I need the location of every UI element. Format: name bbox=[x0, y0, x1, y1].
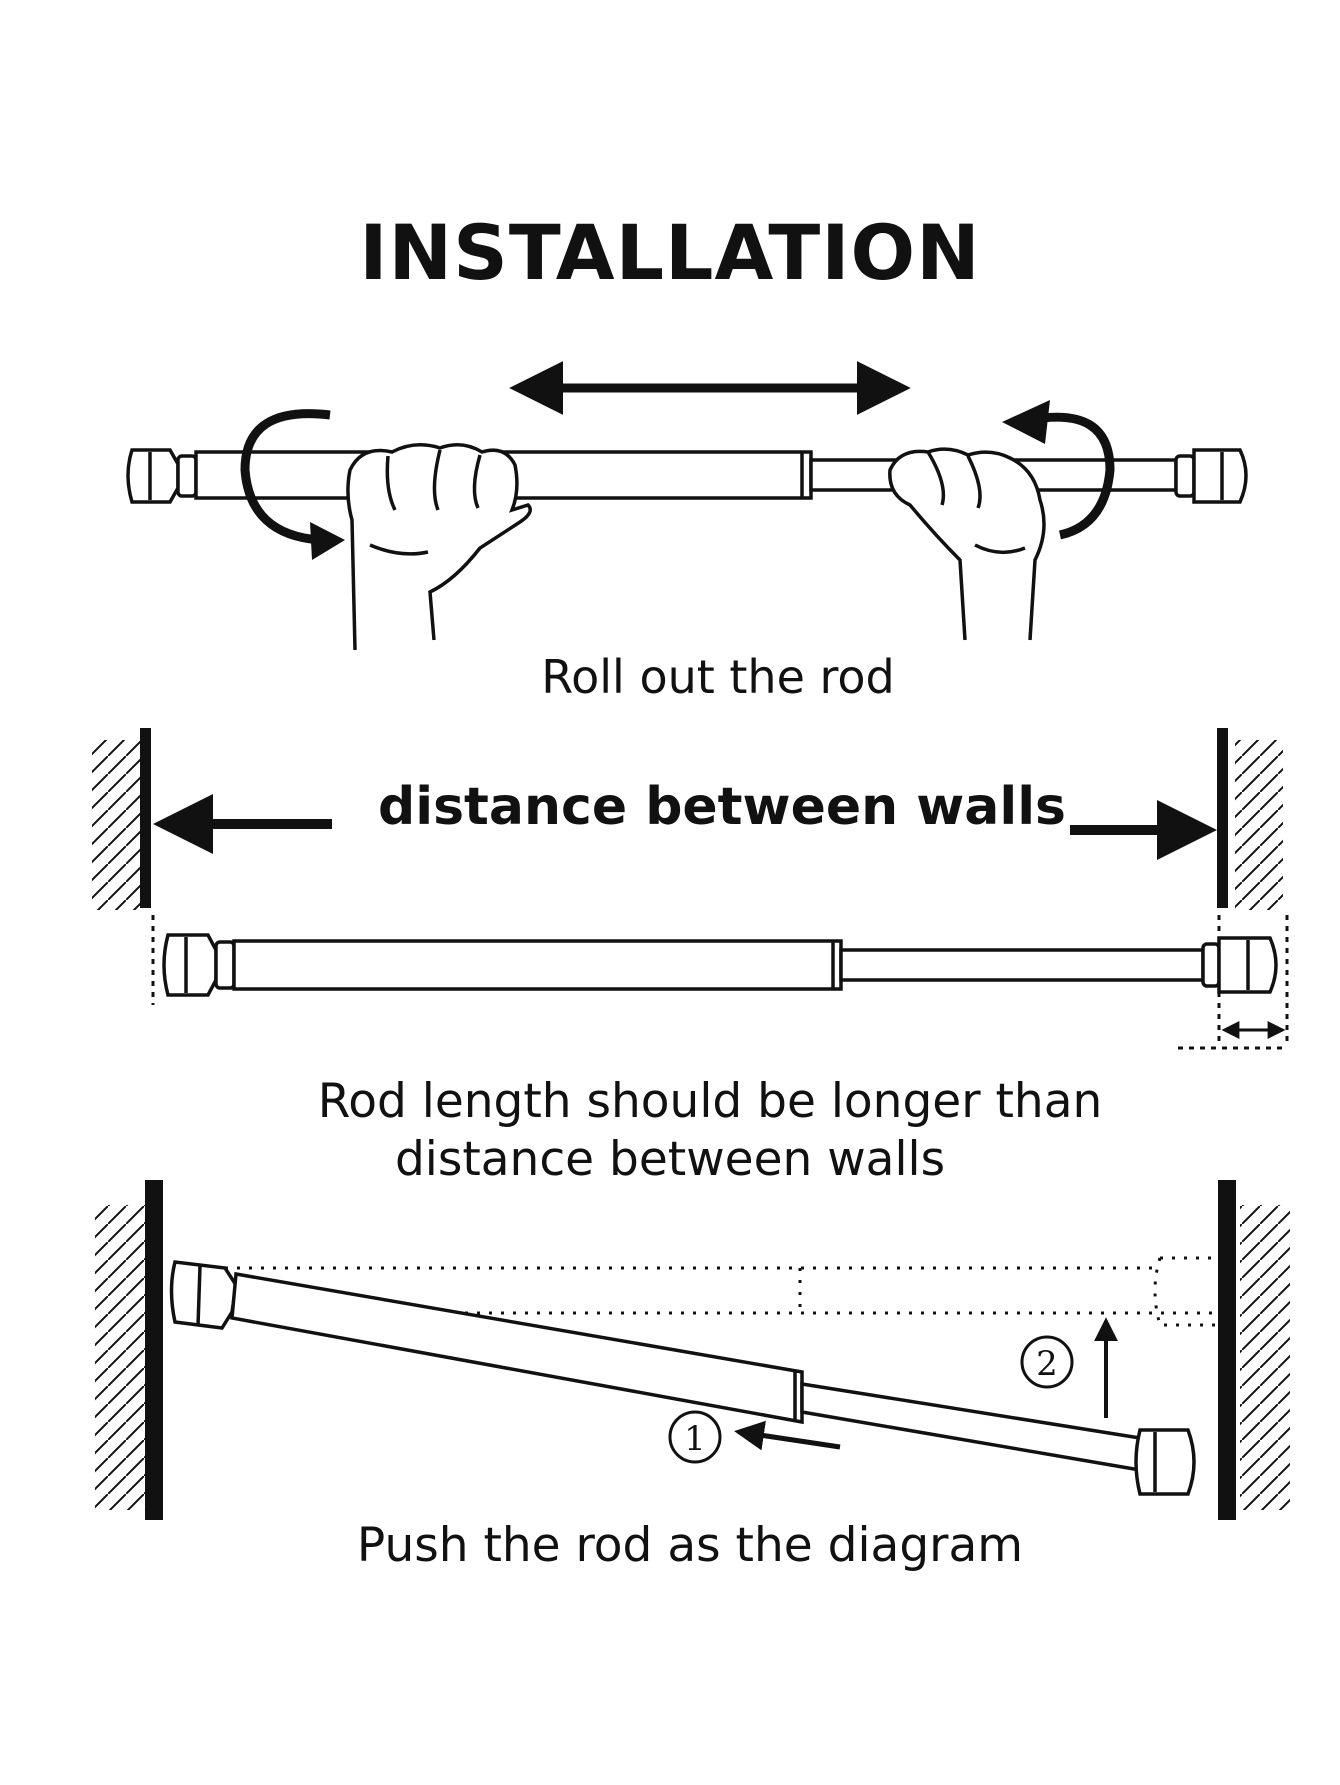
page-title: INSTALLATION bbox=[359, 208, 981, 297]
distance-label: distance between walls bbox=[378, 777, 1066, 837]
caption-length-line2: distance between walls bbox=[394, 1132, 946, 1187]
dashed-guides bbox=[151, 915, 1289, 1050]
right-wall bbox=[1217, 728, 1283, 910]
push-left-arrow-icon bbox=[734, 1420, 841, 1451]
rotate-arrow-left-icon bbox=[240, 409, 345, 560]
caption-roll-out: Roll out the rod bbox=[541, 650, 895, 704]
left-wall-lower bbox=[95, 1180, 163, 1520]
right-wall-lower bbox=[1218, 1180, 1290, 1520]
rotate-arrow-right-icon bbox=[1002, 400, 1115, 540]
rod-section1 bbox=[126, 448, 1248, 504]
left-hand-icon bbox=[346, 443, 532, 651]
rod-section3 bbox=[169, 1260, 1196, 1496]
left-wall bbox=[92, 728, 151, 910]
step-1-number: 1 bbox=[684, 1419, 706, 1459]
caption-push: Push the rod as the diagram bbox=[356, 1518, 1024, 1573]
step-2-marker: 2 bbox=[1020, 1335, 1074, 1389]
rod-section2 bbox=[162, 933, 1278, 997]
step-2-number: 2 bbox=[1036, 1344, 1058, 1384]
right-hand-icon bbox=[888, 447, 1046, 641]
dotted-rod-outline bbox=[225, 1256, 1215, 1327]
caption-length-line1: Rod length should be longer than bbox=[317, 1074, 1103, 1129]
step-1-marker: 1 bbox=[668, 1410, 722, 1464]
